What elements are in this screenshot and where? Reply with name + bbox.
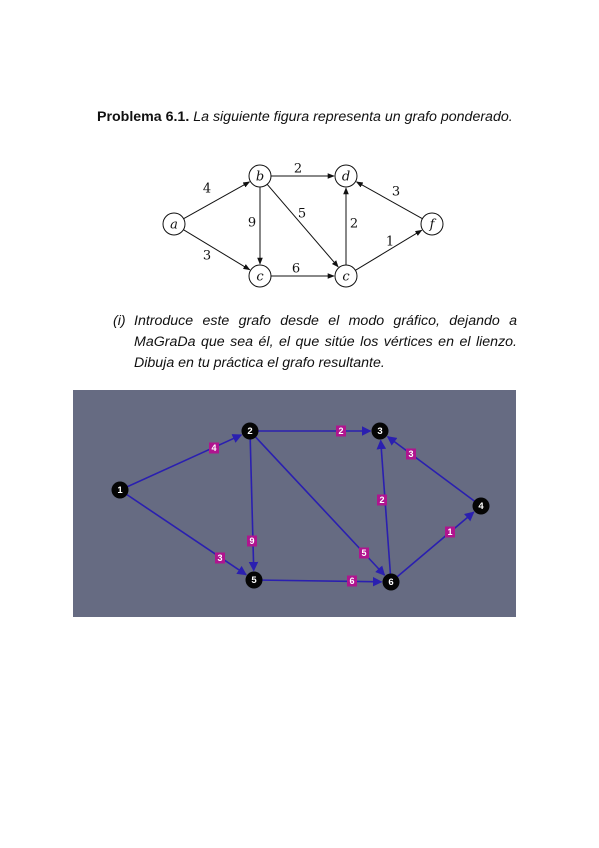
graph-node-d: d <box>334 164 358 188</box>
node-label: f <box>429 218 437 233</box>
weight-badge-label: 4 <box>211 443 216 453</box>
problem-text: La siguiente figura representa un grafo … <box>193 109 513 125</box>
graph-node-c2: c <box>334 264 358 288</box>
canvas-node-5[interactable]: 5 <box>245 571 263 589</box>
edge-f-d <box>355 181 423 220</box>
weight-badge-label: 2 <box>338 426 343 436</box>
weight-badge[interactable]: 2 <box>336 425 346 437</box>
canvas-node-4[interactable]: 4 <box>472 497 490 515</box>
canvas-edge-1-2[interactable] <box>119 434 243 491</box>
problem-statement: Problema 6.1. La siguiente figura repres… <box>97 106 517 128</box>
weight-badge-label: 5 <box>361 548 366 558</box>
canvas-node-label: 5 <box>251 575 257 586</box>
edge-weight-label: 5 <box>298 207 306 222</box>
weight-badge[interactable]: 6 <box>347 575 357 587</box>
canvas-node-label: 2 <box>247 426 252 437</box>
magrada-canvas-graph: 4 3 2 9 5 6 2 1 3 1 2 3 4 5 6 <box>73 390 516 617</box>
graph-node-c1: c <box>248 264 272 288</box>
weight-badge[interactable]: 4 <box>209 442 219 454</box>
canvas-edge-6-4[interactable] <box>390 511 475 583</box>
node-label: c <box>342 270 350 285</box>
edge-weight-label: 9 <box>248 216 256 231</box>
canvas-edge-6-3[interactable] <box>376 439 392 583</box>
edge-weight-label: 1 <box>386 235 394 250</box>
canvas-edge-5-6[interactable] <box>253 576 383 587</box>
canvas-node-3[interactable]: 3 <box>371 422 389 440</box>
edge-weight-label: 3 <box>392 185 400 200</box>
edge-a-b <box>183 181 251 220</box>
canvas-node-label: 6 <box>388 577 393 588</box>
weight-badge[interactable]: 5 <box>359 547 369 559</box>
edge-weight-label: 2 <box>294 162 302 177</box>
graph-node-f: f <box>420 212 444 236</box>
exercise-item-i: (i) Introduce este grafo desde el modo g… <box>113 311 517 374</box>
weight-badge[interactable]: 2 <box>377 494 387 506</box>
edge-b-c2 <box>266 184 339 268</box>
weight-badge[interactable]: 3 <box>215 552 225 564</box>
node-label: d <box>342 170 350 185</box>
edge-c2-f <box>355 229 423 271</box>
node-label: a <box>170 218 178 233</box>
edge-weight-label: 3 <box>203 249 211 264</box>
edge-weight-label: 2 <box>350 217 358 232</box>
canvas-node-label: 4 <box>478 501 484 512</box>
weighted-graph-figure: 4 3 2 9 5 6 2 1 3 a b c d c f <box>162 162 444 288</box>
canvas-edge-1-5[interactable] <box>119 489 247 576</box>
canvas-background <box>73 390 516 617</box>
item-text: Introduce este grafo desde el modo gráfi… <box>134 313 517 371</box>
canvas-edge-4-3[interactable] <box>386 436 482 507</box>
weight-badge-label: 9 <box>249 536 254 546</box>
canvas-node-1[interactable]: 1 <box>111 481 129 499</box>
node-label: c <box>256 270 264 285</box>
edge-a-c1 <box>183 229 251 271</box>
canvas-node-label: 3 <box>377 426 382 437</box>
node-label: b <box>256 170 264 185</box>
weight-badge-label: 6 <box>349 576 354 586</box>
graph-node-a: a <box>162 212 186 236</box>
weight-badge-label: 3 <box>408 449 413 459</box>
canvas-node-label: 1 <box>117 485 123 496</box>
graph-node-b: b <box>248 164 272 188</box>
problem-title: Problema 6.1. <box>97 109 190 125</box>
weight-badge-label: 3 <box>217 553 222 563</box>
canvas-node-2[interactable]: 2 <box>241 422 259 440</box>
weight-badge-label: 2 <box>379 495 384 505</box>
weight-badge[interactable]: 3 <box>406 448 416 460</box>
edge-weight-label: 6 <box>292 262 300 277</box>
weight-badge[interactable]: 1 <box>445 526 455 538</box>
item-marker: (i) <box>113 313 126 329</box>
canvas-edge-2-5[interactable] <box>248 430 259 572</box>
weight-badge[interactable]: 9 <box>247 535 257 547</box>
canvas-node-6[interactable]: 6 <box>382 573 400 591</box>
weight-badge-label: 1 <box>447 527 452 537</box>
edge-weight-label: 4 <box>203 182 211 197</box>
